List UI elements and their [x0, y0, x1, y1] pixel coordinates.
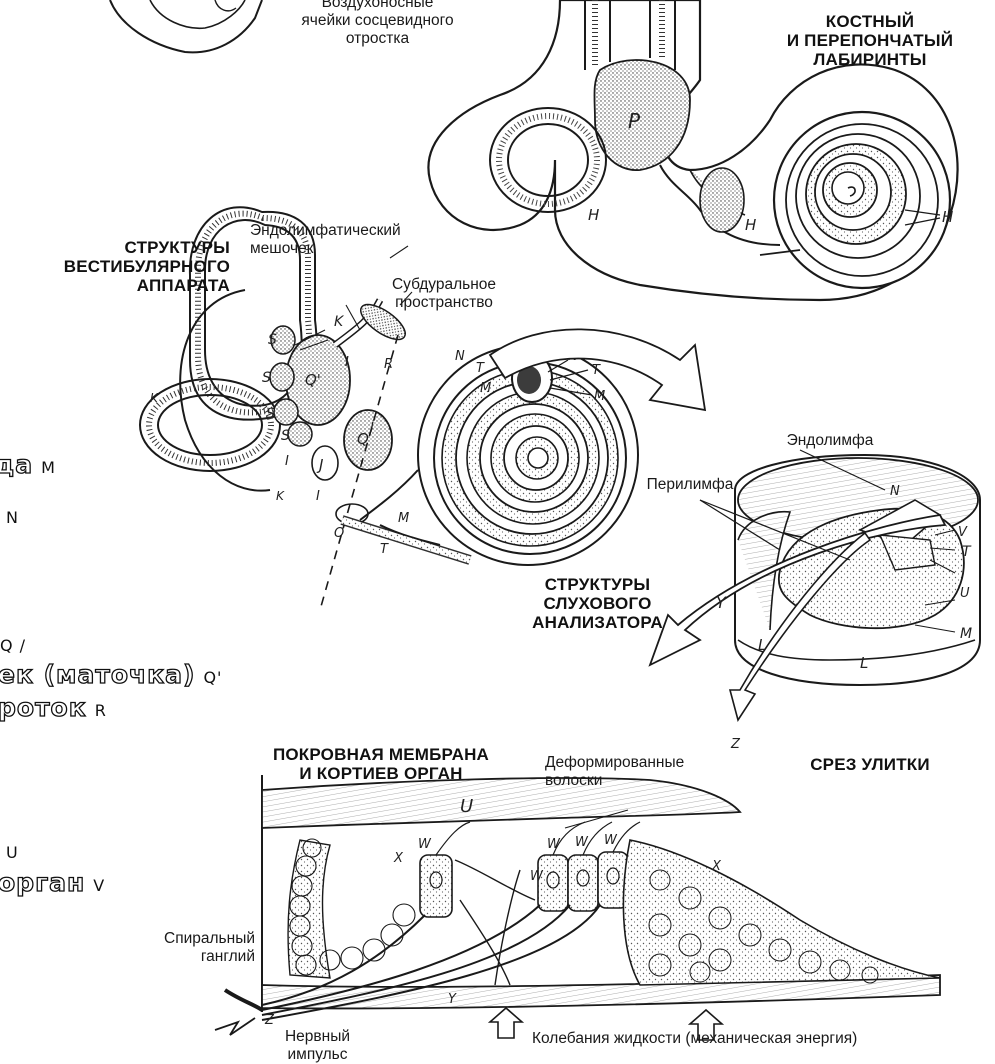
svg-text:W: W [418, 837, 432, 852]
svg-text:X: X [393, 851, 404, 866]
svg-text:V: V [958, 525, 968, 540]
svg-text:I: I [285, 454, 289, 469]
svg-text:T: T [962, 544, 972, 560]
letter-H: H [588, 206, 599, 224]
svg-text:I: I [345, 355, 349, 370]
cochlea-section-drawing: N V T U M Y L L Z [650, 450, 980, 752]
svg-text:N: N [455, 349, 465, 364]
svg-text:W: W [575, 835, 589, 850]
letter-H: H [745, 216, 756, 234]
svg-text:T: T [380, 542, 389, 557]
svg-text:X: X [711, 859, 722, 874]
svg-text:U: U [960, 586, 970, 601]
svg-text:Y: Y [448, 992, 457, 1007]
endolymph-label: Эндолимфа [775, 432, 885, 450]
organ-of-corti-drawing: U X W W W W W X Y Z [215, 775, 940, 1040]
svg-text:K: K [150, 391, 159, 405]
svg-text:S: S [268, 332, 277, 348]
legend-item: U [0, 835, 19, 864]
svg-text:Y: Y [716, 593, 727, 612]
svg-text:K: K [276, 489, 285, 503]
svg-text:M: M [398, 511, 409, 526]
svg-text:U: U [460, 796, 473, 817]
svg-text:M: M [594, 389, 605, 404]
svg-text:W: W [530, 869, 544, 884]
svg-text:W: W [547, 837, 561, 852]
legend-item: Q / [0, 628, 26, 657]
svg-text:S: S [262, 370, 271, 386]
mastoid-fragment [110, 0, 262, 52]
fluid-vibration-label: Колебания жидкости (механическая энергия… [532, 1030, 932, 1048]
letter-P: P [628, 109, 641, 133]
svg-text:N: N [890, 484, 900, 499]
svg-text:O: O [334, 526, 344, 541]
svg-text:Z: Z [264, 1013, 275, 1028]
svg-text:S: S [281, 428, 290, 444]
svg-text:T: T [592, 363, 601, 378]
svg-text:T: T [476, 361, 485, 376]
title-cochlea-section: СРЕЗ УЛИТКИ [770, 755, 970, 774]
svg-text:I: I [316, 489, 320, 504]
svg-text:R: R [384, 357, 393, 372]
svg-text:M: M [960, 626, 972, 642]
svg-text:S: S [266, 406, 275, 422]
perilymph-label: Перилимфа [640, 476, 740, 494]
svg-text:M: M [480, 381, 491, 396]
svg-text:L: L [758, 636, 766, 654]
svg-text:I: I [370, 421, 374, 436]
svg-text:Q': Q' [305, 371, 321, 389]
letter-H: H [942, 208, 953, 226]
legend-item: ек (маточка)Q' [0, 660, 222, 689]
svg-text:Z: Z [730, 737, 741, 752]
svg-text:L: L [860, 654, 868, 672]
svg-text:K: K [334, 314, 345, 330]
legend-item: N [0, 500, 19, 529]
svg-text:Q: Q [357, 430, 369, 448]
svg-text:W: W [604, 833, 618, 848]
